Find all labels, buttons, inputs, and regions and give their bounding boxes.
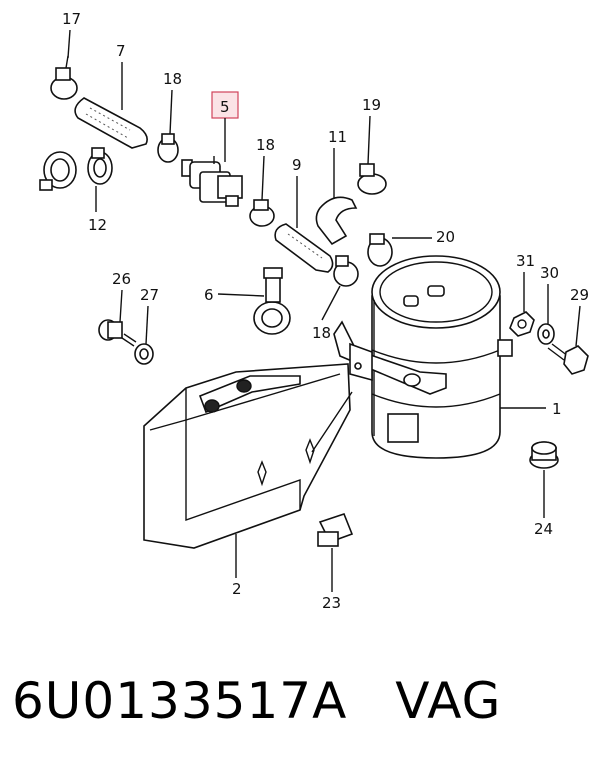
- part-30-washer: [537, 323, 555, 345]
- part-5-valve: [181, 156, 243, 207]
- callout-2: 2: [232, 580, 242, 598]
- callout-18-mid: 18: [256, 136, 275, 154]
- callout-17: 17: [62, 10, 81, 28]
- brand-name: VAG: [395, 672, 502, 730]
- callout-5-highlight-box: [211, 91, 239, 119]
- part-9-hose: [274, 223, 334, 273]
- callout-9: 9: [292, 156, 302, 174]
- callout-20: 20: [436, 228, 455, 246]
- callout-27: 27: [140, 286, 159, 304]
- part-18-clamp-low: [333, 255, 359, 287]
- callout-18-low: 18: [312, 324, 331, 342]
- part-number-caption: 6U0133517A VAG: [12, 672, 501, 730]
- part-17-hose-clamp: [50, 55, 78, 100]
- callout-11: 11: [328, 128, 347, 146]
- part-27-washer: [134, 343, 154, 365]
- callout-7: 7: [116, 42, 126, 60]
- part-12-clamp-pair: [39, 147, 113, 191]
- part-19-clamp: [357, 163, 387, 195]
- part-29-bolt: [547, 343, 589, 375]
- part-24-grommet: [529, 441, 559, 469]
- callout-31: 31: [516, 252, 535, 270]
- part-2-bracket: [143, 363, 353, 549]
- callout-12: 12: [88, 216, 107, 234]
- part-number: 6U0133517A: [12, 672, 348, 730]
- callout-5: 5: [220, 98, 230, 116]
- callout-26: 26: [112, 270, 131, 288]
- callout-23: 23: [322, 594, 341, 612]
- part-26-screw: [98, 319, 137, 347]
- part-18-clamp-mid: [249, 199, 275, 227]
- callout-19: 19: [362, 96, 381, 114]
- callout-6: 6: [204, 286, 214, 304]
- callout-1: 1: [552, 400, 562, 418]
- callout-24: 24: [534, 520, 553, 538]
- part-23-clip: [317, 513, 354, 547]
- part-11-elbow-hose: [315, 196, 358, 246]
- part-31-nut: [509, 311, 535, 337]
- part-18-clamp-top: [157, 133, 179, 163]
- part-7-hose: [74, 97, 148, 149]
- callout-18-top: 18: [163, 70, 182, 88]
- callout-29: 29: [570, 286, 589, 304]
- exploded-parts-diagram: 17 7 18 12 5 18: [39, 10, 589, 612]
- callout-30: 30: [540, 264, 559, 282]
- canister-bracket: [333, 320, 447, 395]
- part-6-clamp: [253, 267, 291, 335]
- part-1-canister: [371, 255, 513, 459]
- part-20-clamp: [367, 233, 393, 267]
